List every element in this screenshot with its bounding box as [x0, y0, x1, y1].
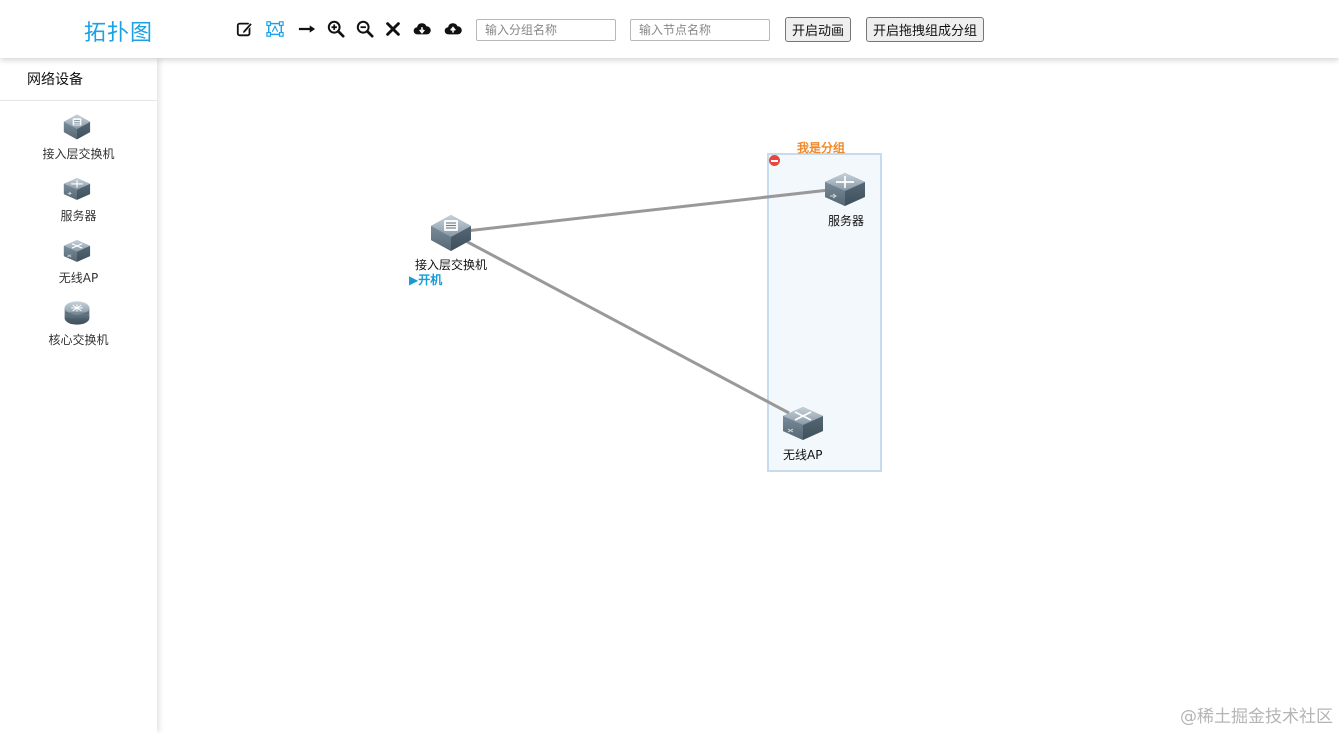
edge-switch-ap[interactable]	[461, 237, 790, 415]
zoom-in-icon[interactable]	[326, 19, 346, 39]
arrow-line-icon[interactable]	[297, 19, 317, 39]
palette-item-label: 核心交换机	[48, 333, 109, 347]
group-name-input[interactable]	[476, 19, 616, 41]
cloud-upload-icon[interactable]	[443, 19, 463, 39]
server-icon	[825, 173, 865, 206]
node-wireless-ap[interactable]	[781, 402, 825, 444]
start-animation-button[interactable]: 开启动画	[785, 17, 852, 42]
zoom-out-icon[interactable]	[355, 19, 375, 39]
drag-group-button[interactable]: 开启拖拽组成分组	[866, 17, 985, 42]
wireless-ap-icon	[783, 407, 823, 440]
sidebar-title: 网络设备	[0, 58, 157, 101]
access-switch-icon	[431, 215, 471, 251]
palette-item-wireless-ap[interactable]: 无线AP	[0, 235, 157, 293]
cloud-download-icon[interactable]	[412, 19, 432, 39]
palette-item-server[interactable]: 服务器	[0, 173, 157, 231]
palette-item-label: 接入层交换机	[42, 147, 115, 161]
group-remove-icon[interactable]	[769, 155, 780, 166]
node-label: 接入层交换机	[415, 258, 488, 272]
device-sidebar: 网络设备 接入层交换机 服务器	[0, 58, 157, 733]
core-switch-icon	[64, 301, 90, 325]
node-label: 服务器	[828, 214, 865, 228]
palette-item-label: 服务器	[60, 209, 97, 223]
topology-canvas[interactable]: 我是分组 接入层交换机 ▶开机 服务器	[157, 58, 1339, 733]
palette-item-label: 无线AP	[58, 271, 99, 285]
edge-switch-server[interactable]	[465, 188, 830, 233]
node-name-input[interactable]	[630, 19, 770, 41]
node-label: 无线AP	[783, 448, 823, 462]
node-access-switch[interactable]	[429, 212, 473, 254]
edit-icon[interactable]	[235, 19, 255, 39]
watermark: @稀土掘金技术社区	[1180, 707, 1333, 727]
server-icon	[63, 178, 91, 200]
group-label: 我是分组	[797, 141, 846, 155]
palette-item-access-switch[interactable]: 接入层交换机	[0, 111, 157, 169]
edge-layer	[461, 188, 830, 415]
select-frame-icon[interactable]	[265, 19, 285, 39]
node-server[interactable]	[823, 168, 867, 210]
power-on-action[interactable]: ▶开机	[409, 273, 443, 287]
palette-item-core-switch[interactable]: 核心交换机	[0, 297, 157, 355]
app-title: 拓扑图	[84, 21, 154, 46]
delete-icon[interactable]	[383, 19, 403, 39]
header: 拓扑图 开启动画 开启拖拽组成分组	[0, 0, 1339, 58]
access-switch-icon	[63, 114, 91, 140]
wireless-ap-icon	[63, 240, 91, 262]
